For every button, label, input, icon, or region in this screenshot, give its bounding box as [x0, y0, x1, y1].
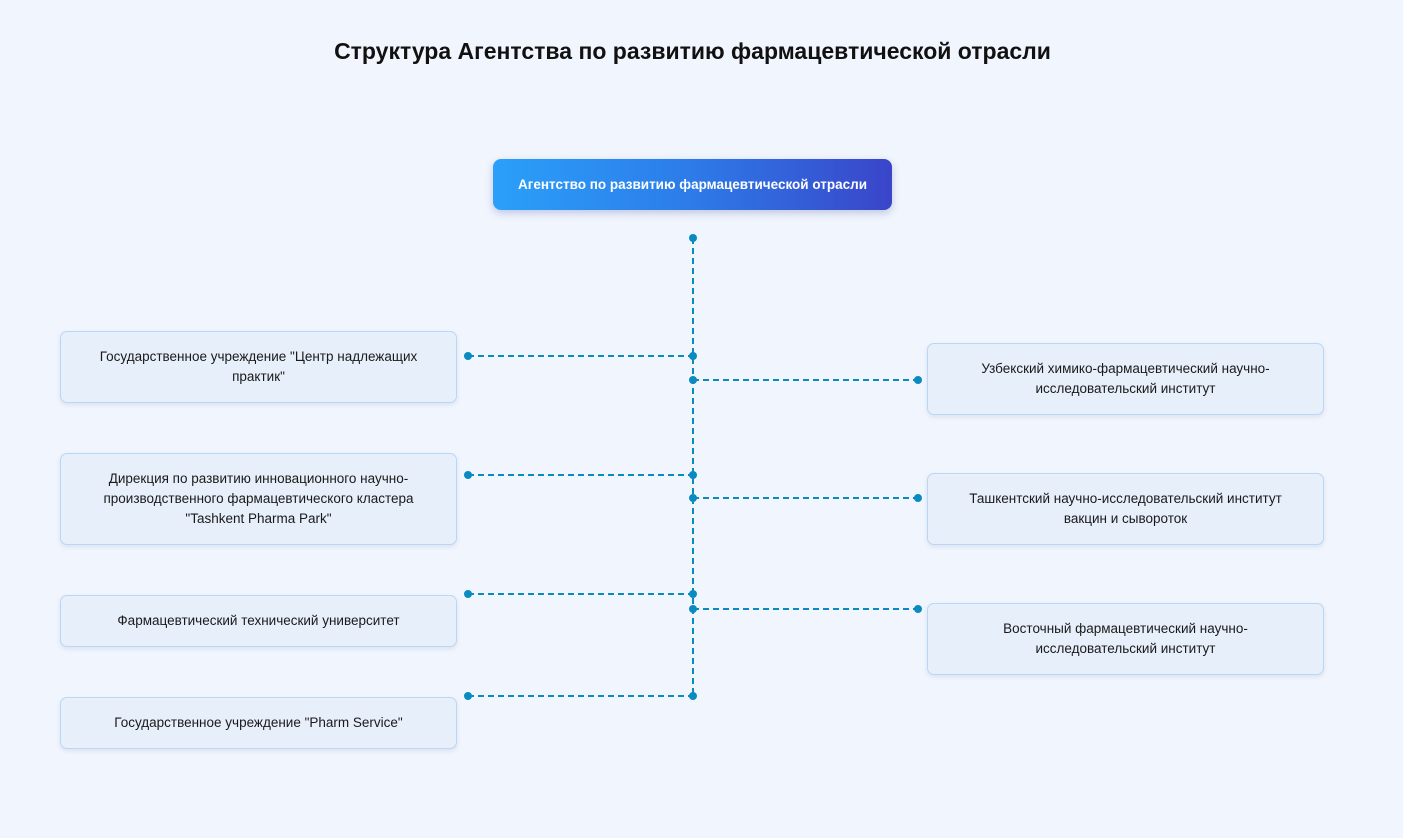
connector-dot — [464, 692, 472, 700]
connector-dot — [689, 471, 697, 479]
connector-dot — [914, 605, 922, 613]
connector-dot — [464, 471, 472, 479]
connector-dot — [914, 494, 922, 502]
node-eastern-pharma-institute[interactable]: Восточный фармацевтический научно-исслед… — [927, 603, 1324, 675]
connector-dot — [464, 590, 472, 598]
node-center-good-practices[interactable]: Государственное учреждение "Центр надлеж… — [60, 331, 457, 403]
node-tashkent-pharma-park[interactable]: Дирекция по развитию инновационного науч… — [60, 453, 457, 545]
connector-dot — [689, 590, 697, 598]
connector-dot — [689, 234, 697, 242]
connector-dot — [689, 352, 697, 360]
connector-dot — [689, 494, 697, 502]
page-title: Структура Агентства по развитию фармацев… — [334, 38, 1051, 64]
connector-dot — [689, 605, 697, 613]
root-node[interactable]: Агентство по развитию фармацевтической о… — [493, 159, 892, 210]
node-tashkent-vaccine-institute[interactable]: Ташкентский научно-исследовательский инс… — [927, 473, 1324, 545]
node-pharma-technical-university[interactable]: Фармацевтический технический университет — [60, 595, 457, 647]
connector-dot — [914, 376, 922, 384]
node-pharm-service[interactable]: Государственное учреждение "Pharm Servic… — [60, 697, 457, 749]
connector-dot — [464, 352, 472, 360]
connector-dot — [689, 692, 697, 700]
node-uzbek-chem-pharma-institute[interactable]: Узбекский химико-фармацевтический научно… — [927, 343, 1324, 415]
connector-dot — [689, 376, 697, 384]
